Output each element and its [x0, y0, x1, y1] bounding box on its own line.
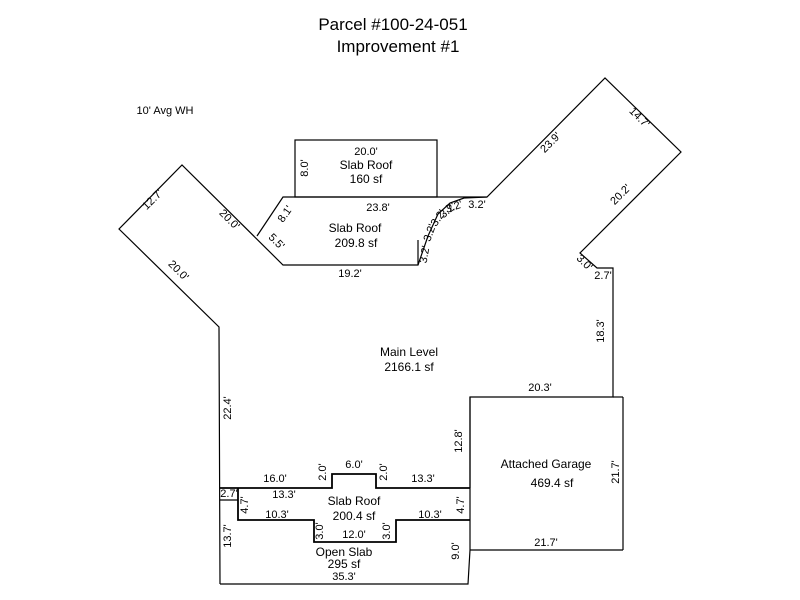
dim-label: 12.8' — [453, 429, 465, 453]
dim-label: 3.2' — [468, 199, 485, 211]
dim-label: 23.8' — [366, 202, 390, 214]
dim-label: 4.7' — [455, 496, 467, 513]
dim-label: 2.7' — [594, 270, 611, 282]
slab-roof-bottom-inner — [237, 488, 470, 543]
open-slab-name: Open Slab — [316, 545, 373, 559]
wall-height-note: 10' Avg WH — [137, 105, 194, 117]
dim-label: 14.7' — [627, 105, 652, 130]
dim-label: 16.0' — [263, 473, 287, 485]
parcel-title: Parcel #100-24-051 — [318, 15, 467, 34]
dim-label: 20.0' — [166, 258, 191, 283]
main-level-size: 2166.1 sf — [384, 360, 434, 374]
dim-label: 18.3' — [595, 319, 607, 343]
dim-label: 21.7' — [534, 537, 558, 549]
dim-label: 3.0' — [574, 252, 595, 273]
dim-label: 21.7' — [610, 460, 622, 484]
dim-label: 3.0' — [381, 522, 393, 539]
main-level-name: Main Level — [380, 345, 438, 359]
slab-roof-top-name: Slab Roof — [340, 158, 393, 172]
dim-label: 13.7' — [222, 524, 234, 548]
open-slab-size: 295 sf — [328, 557, 361, 571]
dim-label: 10.3' — [418, 509, 442, 521]
dim-label: 9.0' — [450, 542, 462, 559]
dim-label: 10.3' — [265, 509, 289, 521]
dim-label: 19.2' — [338, 268, 362, 280]
slab-roof-top-size: 160 sf — [350, 172, 383, 186]
slab-roof-bottom-outline — [220, 473, 470, 489]
dim-label: 2.7' — [220, 488, 237, 500]
slab-roof-mid-size: 209.8 sf — [335, 236, 378, 250]
dim-label: 23.9' — [538, 130, 563, 155]
dim-label: 13.3' — [411, 473, 435, 485]
slab-roof-mid-outline — [256, 196, 487, 237]
dim-label: 22.4' — [222, 396, 234, 420]
garage-size: 469.4 sf — [531, 476, 574, 490]
dim-label: 3.2' — [444, 199, 464, 216]
garage-name: Attached Garage — [501, 457, 592, 471]
dim-label: 2.0' — [317, 463, 329, 480]
dim-label: 8.1' — [276, 204, 296, 225]
slab-roof-bottom-name: Slab Roof — [328, 494, 381, 508]
dim-label: 2.0' — [378, 463, 390, 480]
dim-label: 4.7' — [239, 496, 251, 513]
dim-label: 20.0' — [217, 207, 242, 232]
slab-roof-bottom-size: 200.4 sf — [333, 509, 376, 523]
dim-label: 12.0' — [342, 529, 366, 541]
dim-label: 6.0' — [345, 459, 362, 471]
dim-label: 12.7' — [140, 187, 165, 212]
dim-label: 5.5' — [266, 231, 287, 252]
dim-label: 3.0' — [314, 522, 326, 539]
dim-label: 20.0' — [354, 146, 378, 158]
dim-label: 35.3' — [332, 571, 356, 583]
dim-label: 20.3' — [528, 382, 552, 394]
dim-label: 3.2' — [422, 223, 439, 243]
dim-label: 13.3' — [272, 489, 296, 501]
dim-label: 3.2' — [418, 245, 433, 264]
dim-label: 8.0' — [299, 159, 311, 176]
improvement-subtitle: Improvement #1 — [337, 37, 460, 56]
slab-roof-mid-name: Slab Roof — [329, 221, 382, 235]
